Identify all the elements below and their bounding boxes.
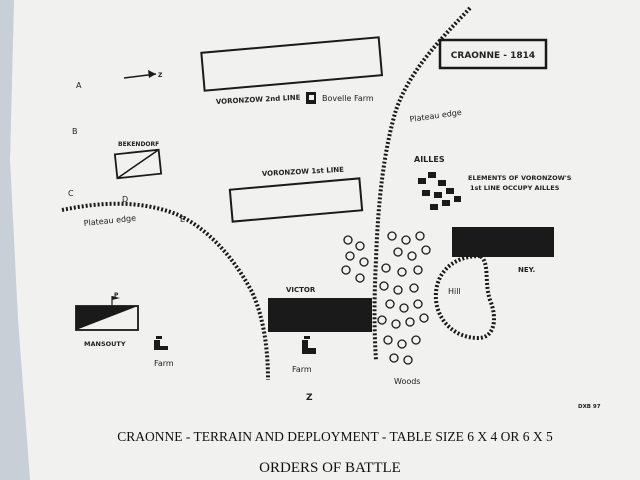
victor-label: VICTOR	[286, 286, 316, 294]
position-a: A	[76, 81, 82, 90]
voronzow-2nd-line-block	[200, 36, 384, 92]
page-edge	[0, 0, 30, 480]
position-c: C	[68, 189, 74, 198]
woods-label: Woods	[394, 377, 420, 386]
artist-signature: DXB 97	[578, 404, 601, 410]
arrow-icon	[123, 70, 157, 79]
orders-of-battle-heading: ORDERS OF BATTLE	[259, 460, 401, 476]
plateau-edge-right	[372, 6, 472, 361]
farm-left-label: Farm	[154, 359, 174, 368]
ailles-label: AILLES	[414, 155, 445, 164]
mansouty-label: MANSOUTY	[84, 340, 126, 348]
map-title: CRAONNE - 1814	[451, 51, 535, 61]
woods-cluster	[341, 231, 431, 365]
farm-bottom-label: Farm	[292, 365, 312, 374]
ailles-note-line-2: 1st LINE OCCUPY AILLES	[470, 184, 560, 192]
voronzow-1st-line-block	[228, 177, 364, 223]
arrow-label-z: Z	[158, 72, 163, 79]
ailles-note-line-1: ELEMENTS OF VORONZOW'S	[468, 174, 572, 182]
map-title-box: CRAONNE - 1814	[438, 38, 548, 70]
hill-contour	[433, 253, 496, 341]
map-caption: CRAONNE - TERRAIN AND DEPLOYMENT - TABLE…	[117, 429, 553, 444]
ney-corps-block	[452, 227, 554, 257]
ailles-village-icon	[418, 172, 461, 210]
bekendorf-label: BEKENDORF	[118, 141, 159, 148]
mansouty-cavalry-block	[75, 296, 139, 331]
mansouty-flag-label: P	[114, 292, 119, 299]
farm-bottom-icon	[302, 336, 316, 354]
victor-corps-block	[268, 298, 372, 332]
bekendorf-cavalry-block	[113, 148, 163, 180]
plateau-edge-left	[61, 201, 270, 381]
position-z: Z	[306, 393, 313, 403]
position-b: B	[72, 127, 78, 136]
farm-left-icon	[154, 336, 168, 350]
paper-sheet	[10, 0, 640, 480]
hill-label: Hill	[448, 287, 461, 296]
ney-label: NEY.	[518, 266, 535, 274]
bovelle-farm-label: Bovelle Farm	[322, 94, 374, 103]
bovelle-farm-icon	[306, 92, 316, 104]
position-e: E	[180, 215, 185, 224]
position-d: D	[122, 195, 128, 204]
